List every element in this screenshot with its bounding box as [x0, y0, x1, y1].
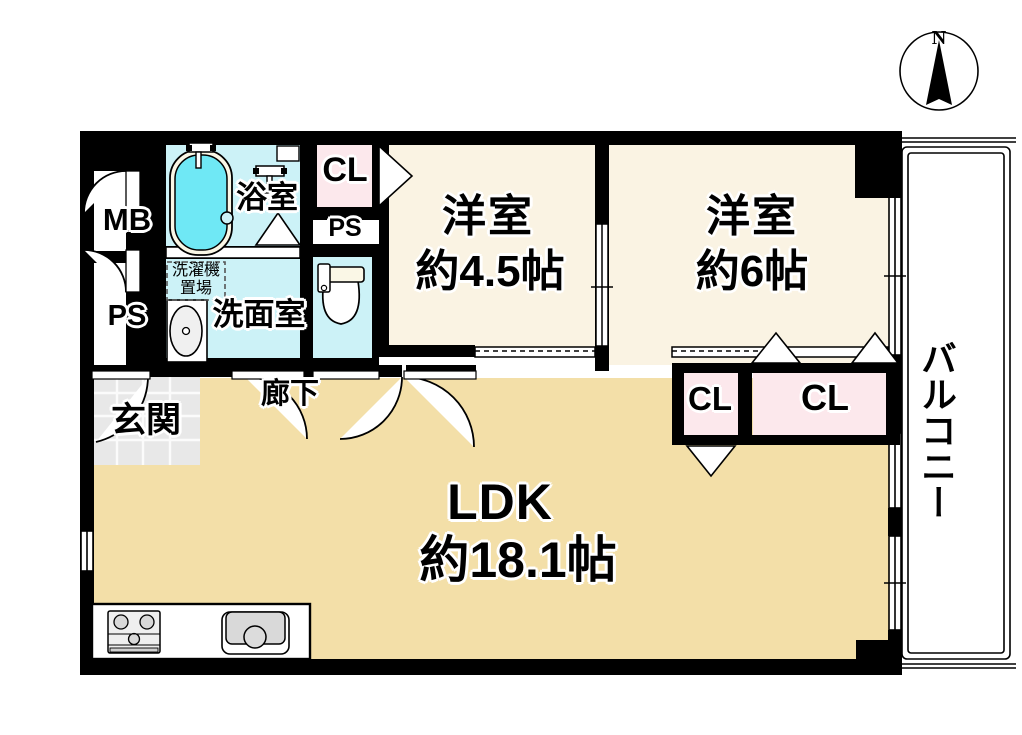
label-compass-north: N	[931, 27, 947, 49]
shower-fixture-icon	[253, 165, 287, 200]
door-corridor-ldk	[403, 370, 477, 448]
toilet-icon	[317, 263, 365, 325]
label-corridor: 廊下	[260, 378, 319, 410]
door-entrance	[91, 370, 151, 443]
cl-large-arrow-1	[750, 331, 802, 364]
window-left-ldk	[80, 530, 94, 572]
cl-top-arrow	[378, 144, 414, 208]
kitchen-sink-icon	[221, 611, 290, 655]
label-ps-left: PS	[107, 300, 147, 332]
cl-large-arrow-2	[850, 331, 900, 364]
label-bedroom-45-name: 洋室	[442, 192, 534, 241]
door-bath	[165, 246, 301, 259]
sliding-door-bedroom45-ldk	[474, 346, 596, 358]
label-bedroom-45-area: 約4.5帖	[415, 247, 565, 296]
bathtub-icon	[169, 142, 234, 256]
label-entrance: 玄関	[110, 401, 181, 440]
label-bedroom-6-area: 約6帖	[695, 247, 809, 296]
label-bath: 浴室	[236, 180, 298, 215]
door-toilet	[312, 370, 403, 440]
room-fill-cl-small	[680, 370, 740, 438]
room-fill-cl-top	[315, 143, 377, 211]
washing-machine-space	[166, 261, 226, 301]
label-mb: MB	[102, 202, 152, 237]
bath-mirror-icon	[276, 145, 300, 162]
door-washroom	[231, 370, 308, 440]
label-bedroom-6-name: 洋室	[706, 192, 798, 241]
door-mb	[83, 170, 141, 214]
label-washer-line1: 洗濯機	[171, 262, 220, 279]
label-ldk-area: 約18.1帖	[419, 532, 617, 588]
door-ps-left	[83, 249, 141, 293]
bath-vent-icon	[254, 211, 302, 246]
balcony-outline	[901, 137, 1016, 669]
sliding-partition-between-bedrooms	[591, 223, 613, 347]
window-right-ldk	[888, 432, 902, 509]
room-fill-bedroom-6	[608, 140, 898, 370]
label-cl-large: CL	[801, 377, 849, 418]
wash-basin-icon	[166, 299, 208, 363]
room-fill-cl-large	[753, 370, 898, 438]
label-cl-top: CL	[322, 151, 368, 189]
label-washroom: 洗面室	[212, 297, 306, 332]
label-cl-small: CL	[688, 380, 732, 417]
compass-north-icon	[899, 31, 979, 111]
label-washer-line2: 置場	[179, 280, 212, 297]
cl-small-arrow	[685, 445, 737, 478]
gas-stove-icon	[107, 610, 161, 654]
label-ps-upper: PS	[328, 214, 362, 242]
label-ldk-name: LDK	[447, 474, 553, 530]
room-fill-bedroom-45	[380, 140, 595, 355]
window-right-ldk-lower	[884, 535, 906, 631]
label-balcony: バルコニー	[916, 340, 957, 520]
